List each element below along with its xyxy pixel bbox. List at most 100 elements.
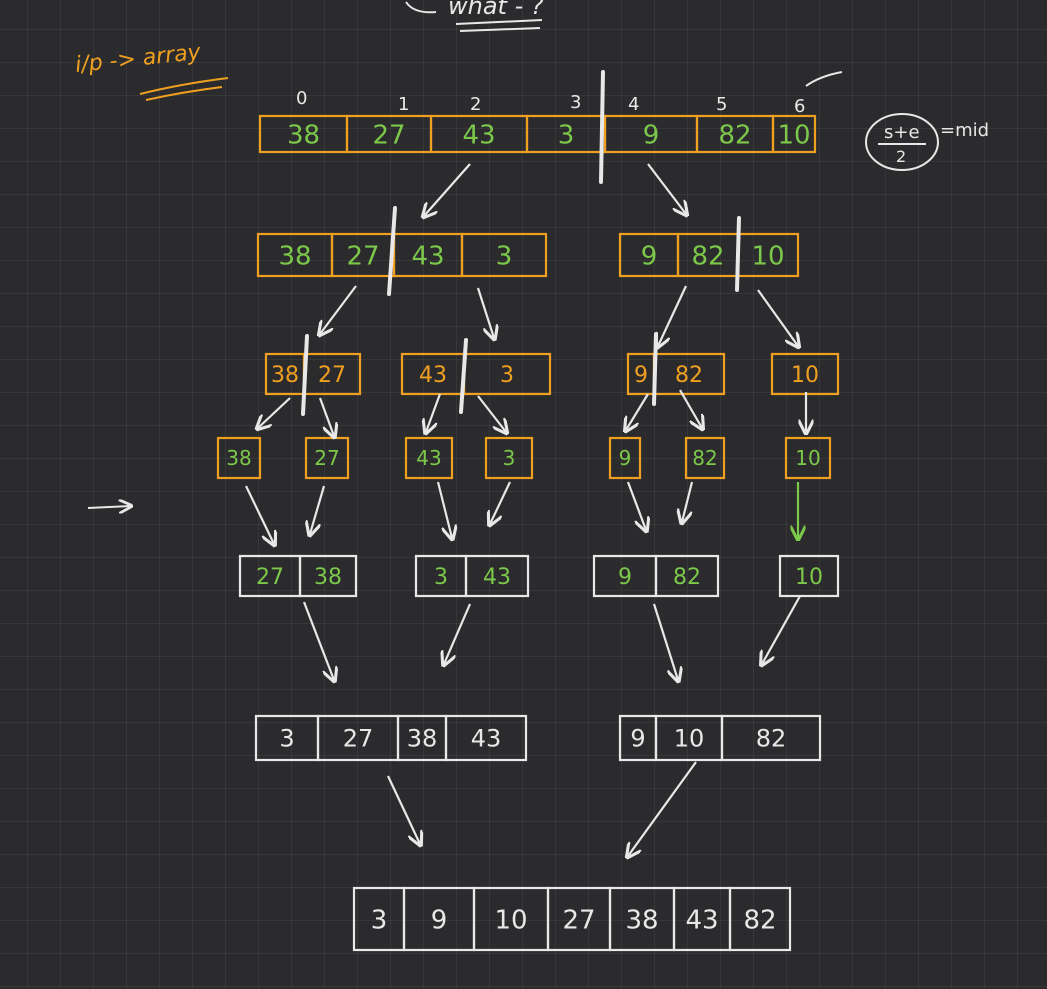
cell-value: 38: [407, 725, 438, 753]
cell-value: 38: [226, 446, 251, 470]
svg-text:what - ?: what - ?: [448, 0, 544, 20]
split-array: 82: [684, 436, 726, 480]
index-label: 3: [570, 92, 581, 113]
cell-value: 9: [431, 905, 448, 935]
array-cell: [771, 114, 817, 154]
cell-value: 10: [777, 120, 810, 150]
cell-value: 43: [419, 363, 447, 388]
cell-value: 43: [685, 905, 718, 935]
index-label: 2: [470, 94, 481, 115]
flow-arrows: [245, 163, 806, 856]
cell-value: 27: [343, 725, 374, 753]
cell-value: 3: [371, 905, 388, 935]
cell-value: 3: [503, 446, 516, 470]
cell-value: 82: [673, 565, 701, 590]
cell-value: 43: [411, 241, 444, 271]
cell-value: 3: [279, 725, 294, 753]
array-cell: [784, 436, 832, 480]
array-cell: [484, 436, 534, 480]
cell-value: 10: [494, 905, 527, 935]
split-array: 38 27 43 3: [256, 232, 548, 278]
svg-text:2: 2: [896, 147, 906, 166]
split-array: 9 82: [626, 352, 726, 396]
cell-value: 10: [795, 565, 823, 590]
cell-value: 9: [619, 446, 632, 470]
array-cell: [404, 436, 454, 480]
array-cell: [778, 554, 840, 598]
title-fragment: what - ?: [405, 0, 544, 32]
cell-value: 38: [287, 120, 320, 150]
cell-value: 82: [691, 241, 724, 271]
cell-value: 82: [675, 363, 703, 388]
array-cell: [444, 714, 528, 762]
cell-value: 3: [434, 565, 448, 590]
index-label: 5: [716, 94, 727, 115]
cell-value: 43: [471, 725, 502, 753]
split-array: 10: [784, 436, 832, 480]
cell-value: 3: [558, 120, 575, 150]
cell-value: 43: [462, 120, 495, 150]
array-cell: [728, 886, 792, 952]
cell-value: 9: [641, 241, 658, 271]
merge-array: 3 43: [414, 554, 530, 598]
cell-value: 10: [791, 363, 819, 388]
cell-value: 9: [630, 725, 645, 753]
cell-value: 27: [346, 241, 379, 271]
merge-array: 9 82: [592, 554, 720, 598]
index-label: 4: [628, 94, 639, 115]
split-array: 9 82 10: [618, 232, 800, 278]
cell-value: 10: [751, 241, 784, 271]
cell-value: 27: [314, 446, 339, 470]
merge-array: 3 27 38 43: [254, 714, 528, 762]
cell-value: 82: [692, 446, 717, 470]
svg-text:i/p -> array: i/p -> array: [74, 40, 203, 78]
cell-value: 9: [643, 120, 660, 150]
index-label: 6: [794, 96, 805, 117]
array-cell: [654, 554, 720, 598]
cell-value: 43: [483, 565, 511, 590]
cell-value: 27: [562, 905, 595, 935]
array-cell: [608, 436, 642, 480]
split-array: 3: [484, 436, 534, 480]
cell-value: 82: [718, 120, 751, 150]
side-arrow: [87, 506, 130, 508]
cell-value: 38: [314, 565, 342, 590]
array-cell: [720, 714, 822, 762]
cell-value: 27: [372, 120, 405, 150]
array-cell: [464, 554, 530, 598]
mid-formula: s+e 2 =mid: [865, 113, 989, 171]
svg-text:=mid: =mid: [940, 120, 989, 141]
merge-array: 10: [778, 554, 840, 598]
split-markers: [301, 70, 741, 416]
array-cell: [298, 554, 358, 598]
cell-value: 38: [278, 241, 311, 271]
array-cell: [460, 232, 548, 278]
split-array: 38 27 43 3 9 82 10: [258, 114, 817, 154]
cell-value: 10: [795, 446, 820, 470]
array-cell: [216, 436, 262, 480]
cell-value: 27: [318, 363, 346, 388]
cell-value: 82: [756, 725, 787, 753]
cell-value: 38: [625, 905, 658, 935]
svg-text:s+e: s+e: [884, 122, 920, 143]
cell-value: 9: [634, 363, 648, 388]
cell-value: 3: [496, 241, 513, 271]
cell-value: 43: [416, 446, 441, 470]
cell-value: 38: [271, 363, 299, 388]
split-array: 9: [608, 436, 642, 480]
split-array: 10: [770, 352, 840, 396]
merge-array: 27 38: [238, 554, 358, 598]
index-labels: 0 1 2 3 4 5 6: [296, 71, 843, 117]
cell-value: 9: [618, 565, 632, 590]
input-array-label: i/p -> array: [74, 40, 229, 101]
cell-value: 27: [256, 565, 284, 590]
split-array: 38 27: [264, 352, 362, 396]
split-array: 27: [304, 436, 350, 480]
split-array: 43: [404, 436, 454, 480]
array-cell: [684, 436, 726, 480]
